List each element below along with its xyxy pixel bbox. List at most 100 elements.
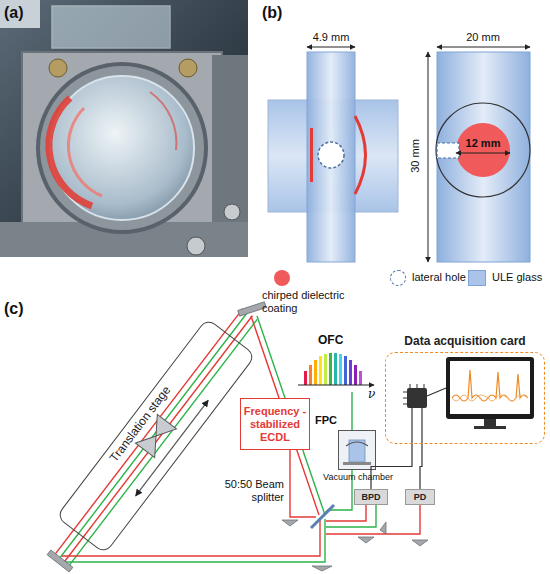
laser-beams xyxy=(55,309,420,566)
art-part xyxy=(179,59,197,77)
art-part xyxy=(474,426,506,429)
art-part xyxy=(68,108,102,196)
art-part xyxy=(412,540,428,546)
art-part xyxy=(437,52,530,262)
art-part xyxy=(446,357,534,419)
legend-swatch xyxy=(390,270,406,286)
legend-swatch xyxy=(468,270,486,286)
cavity-front-view xyxy=(428,47,530,262)
art-part xyxy=(238,302,266,316)
laser-box: Frequency -stabilized ECDL xyxy=(240,398,310,450)
art-part xyxy=(224,204,240,220)
art-part xyxy=(346,442,368,446)
component-label: OFC xyxy=(318,333,343,347)
art-part xyxy=(403,384,424,404)
art-part xyxy=(421,408,422,444)
node-text: Vacuum chamber xyxy=(319,472,397,482)
signal-wire xyxy=(420,444,422,489)
legend-swatch xyxy=(274,270,290,286)
detector-box: PD xyxy=(405,489,435,505)
dimension: 12 mm xyxy=(451,137,515,149)
node-text: PD xyxy=(406,490,434,504)
art-part xyxy=(324,354,327,385)
art-part xyxy=(319,356,322,385)
art-part xyxy=(55,309,243,555)
art-part xyxy=(411,408,412,444)
art-part xyxy=(424,384,425,388)
legend-text: chirped dielectric coating xyxy=(262,289,354,315)
dimension: 20 mm xyxy=(443,31,523,43)
art-part xyxy=(49,98,92,206)
panel-letter: (c) xyxy=(4,300,24,318)
dimension: 4.9 mm xyxy=(301,31,361,43)
art-part xyxy=(69,319,257,565)
art-part xyxy=(343,462,371,465)
mirrors xyxy=(47,302,428,572)
art-part xyxy=(60,312,248,558)
dimension: 30 mm xyxy=(409,126,421,186)
axis-label: ν xyxy=(368,387,375,401)
node-text: FPC xyxy=(315,414,337,426)
art-part xyxy=(437,143,459,158)
art-part xyxy=(450,361,530,414)
fabry-perot-cavity xyxy=(339,431,375,469)
art-part xyxy=(52,6,170,48)
acquisition-hardware xyxy=(403,357,534,444)
detector-box: BPD xyxy=(354,489,388,505)
art-part xyxy=(403,404,407,405)
art-part xyxy=(311,505,334,528)
art-part xyxy=(428,52,429,262)
acquisition-box: Data acquisition card xyxy=(385,352,545,444)
art-part xyxy=(456,123,510,177)
art-part xyxy=(150,92,176,150)
art-part xyxy=(307,52,355,262)
node-text: Frequency -stabilized ECDL xyxy=(241,405,309,444)
art-part xyxy=(312,566,332,571)
component-label: 50:50 Beam splitter xyxy=(214,478,284,504)
art-part xyxy=(417,384,418,388)
art-part xyxy=(359,371,362,385)
art-part xyxy=(314,360,317,385)
art-part xyxy=(351,392,352,431)
art-part xyxy=(403,398,407,399)
art-part xyxy=(427,388,446,396)
art-part xyxy=(326,505,420,534)
cavity-photo xyxy=(0,0,248,257)
art-part xyxy=(310,128,313,182)
art-part xyxy=(403,392,407,393)
art-part xyxy=(410,384,411,388)
art-part xyxy=(380,522,386,534)
art-part xyxy=(62,519,320,556)
art-part xyxy=(484,419,496,426)
art-part xyxy=(298,385,374,386)
art-part xyxy=(307,47,355,48)
art-part xyxy=(358,537,374,543)
frequency-comb-spectrum xyxy=(298,353,374,385)
legend-text: lateral hole xyxy=(412,271,466,283)
legend-text: ULE glass xyxy=(492,271,542,283)
art-part xyxy=(355,116,366,194)
cavity-side-view xyxy=(268,47,398,262)
node-text: Translation stage xyxy=(60,321,221,527)
art-part xyxy=(354,365,357,385)
art-part xyxy=(64,316,252,562)
node-text: Data acquisition card xyxy=(386,334,544,348)
art-part xyxy=(452,370,528,401)
translation-stage: Translation stage xyxy=(56,318,257,555)
art-part xyxy=(49,59,67,77)
art-part xyxy=(38,64,206,232)
art-part xyxy=(349,360,352,385)
art-part xyxy=(282,520,298,526)
art-part xyxy=(187,237,205,255)
art-part xyxy=(452,395,528,401)
art-part xyxy=(0,0,248,257)
art-part xyxy=(436,103,530,197)
panel-letter: (a) xyxy=(4,4,24,22)
cavity-box: FPCVacuum chamber xyxy=(338,430,376,470)
art-part xyxy=(407,388,427,408)
art-part xyxy=(334,353,337,385)
node-text: BPD xyxy=(355,490,387,504)
art-part xyxy=(22,52,222,237)
